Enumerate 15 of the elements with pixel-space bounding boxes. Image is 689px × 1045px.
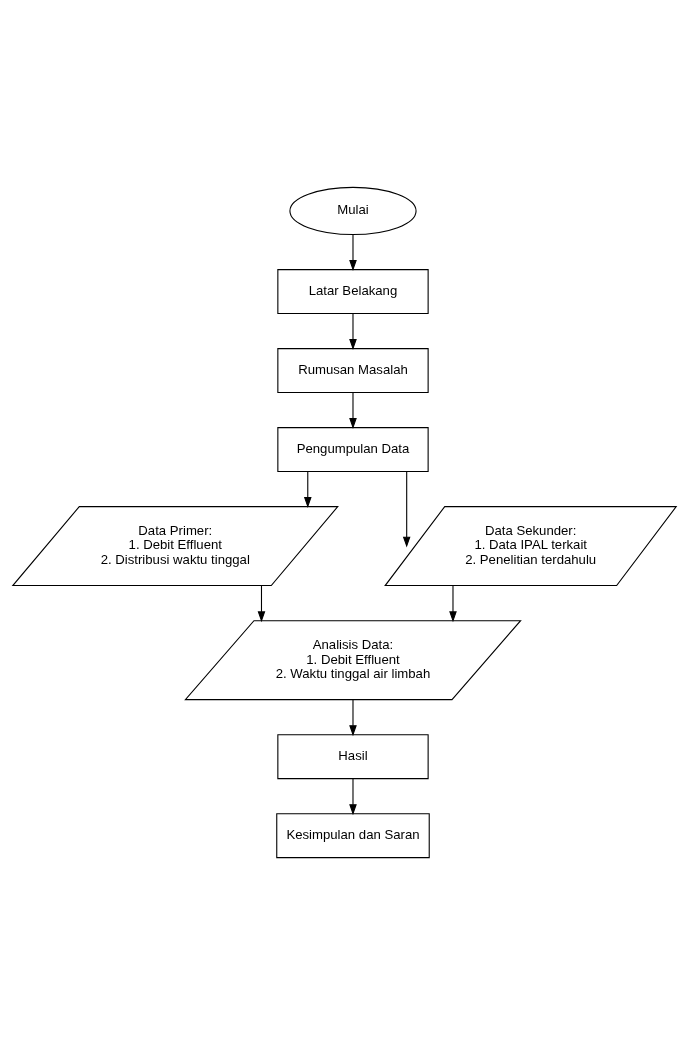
arrow [257, 585, 266, 623]
node-box: Kesimpulan dan Saran [276, 813, 430, 859]
arrow [349, 778, 357, 816]
arrow [349, 699, 357, 737]
node-box: Latar Belakang [277, 269, 429, 315]
node-ellipse: Mulai [289, 186, 417, 236]
node-box: Hasil [277, 734, 429, 780]
arrow [349, 234, 357, 272]
node-box: Pengumpulan Data [277, 427, 429, 473]
node-box: Rumusan Masalah [277, 348, 429, 394]
arrow [349, 313, 357, 351]
arrow [349, 392, 357, 430]
arrow [402, 471, 411, 548]
arrow [303, 471, 312, 509]
arrow [449, 585, 457, 623]
